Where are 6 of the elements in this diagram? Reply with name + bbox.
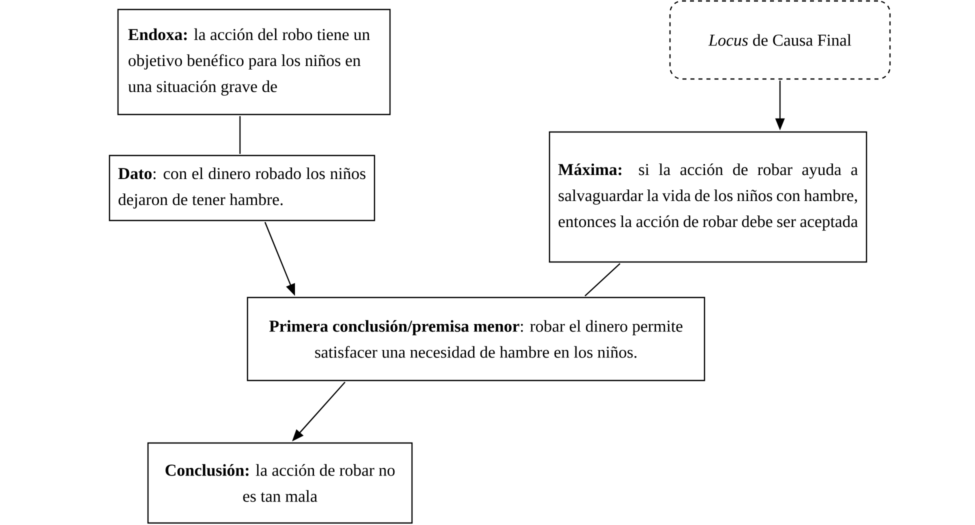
source-box: Locus de Causa Final <box>669 0 891 80</box>
conclusion-box: Primera conclusión/premisa menor: robar el dinero permite satisfacer una necesidad de hambre en los niños. <box>246 296 706 382</box>
premise-box: Máxima: si la acción de robar ayuda a salvaguardar la vida de los niños con hambre, entonces la acción de robar debe ser aceptada <box>548 131 868 263</box>
conclusion-box: Conclusión: la acción de robar no es tan mala <box>147 442 413 524</box>
premise-box: Dato: con el dinero robado los niños dejaron de tener hambre. <box>108 154 376 222</box>
premise-box: Endoxa: la acción del robo tiene un objetivo benéfico para los niños en una situación grave de <box>117 8 391 116</box>
